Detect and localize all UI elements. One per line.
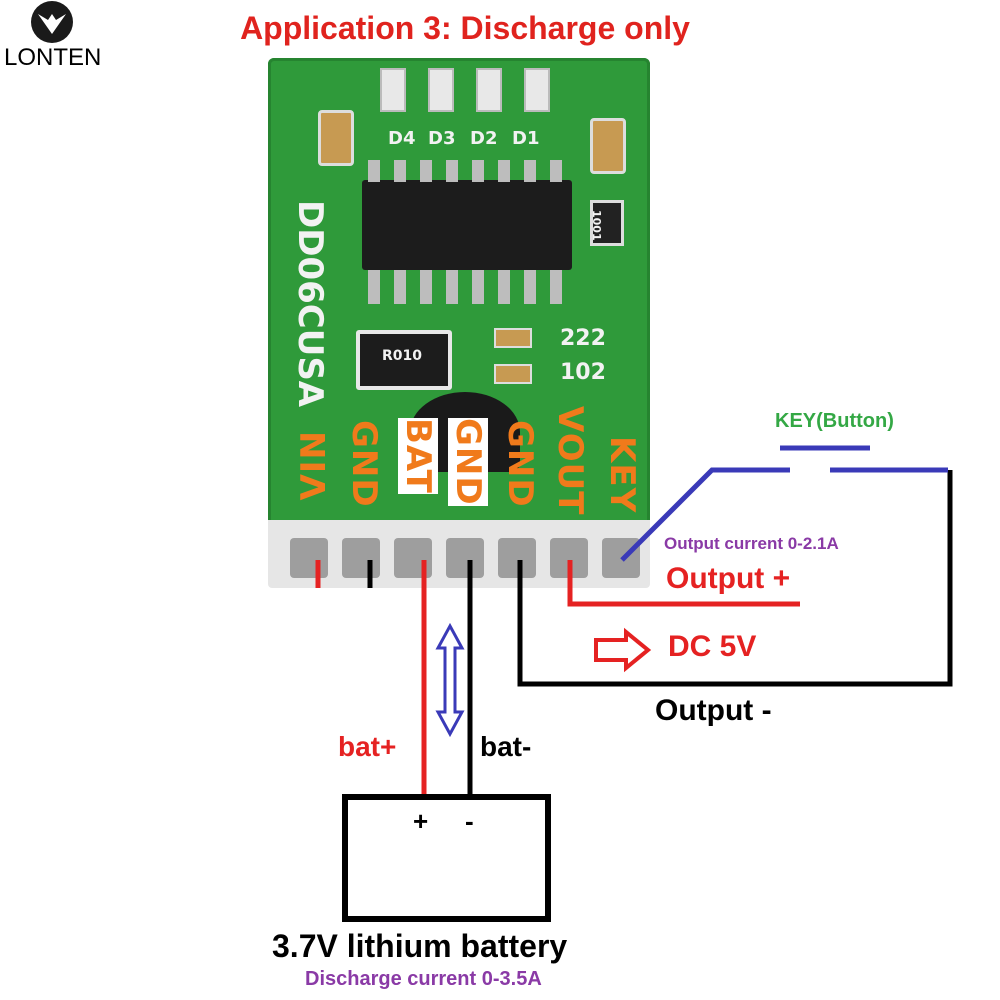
dc-5v-label: DC 5V xyxy=(668,630,757,663)
cap-code-102: 102 xyxy=(560,360,606,385)
shunt-resistor xyxy=(356,330,452,390)
pin-pad xyxy=(290,538,328,578)
pin-label-gnd-1: GND xyxy=(344,420,384,508)
ic-chip xyxy=(362,180,572,270)
led-row xyxy=(380,68,550,118)
ic-pins-top xyxy=(368,160,568,182)
output-minus-label: Output - xyxy=(655,694,772,727)
bidirectional-arrow-icon xyxy=(435,622,465,738)
pin-label-key: KEY xyxy=(602,436,642,514)
battery-box xyxy=(342,794,551,922)
bat-plus-label: bat+ xyxy=(338,731,397,762)
battery-name: 3.7V lithium battery xyxy=(272,928,568,964)
key-wire xyxy=(620,467,790,562)
cap-code-222: 222 xyxy=(560,326,606,351)
capacitor xyxy=(494,328,532,348)
resistor-small-code: 1001 xyxy=(590,210,603,241)
led-d1 xyxy=(524,68,550,112)
battery-plus-label: + xyxy=(413,806,429,836)
capacitor xyxy=(590,118,626,174)
pin-label-bat: BAT xyxy=(398,418,438,494)
dc-arrow-icon xyxy=(594,627,652,673)
key-button-label: KEY(Button) xyxy=(775,410,894,432)
shunt-resistor-code: R010 xyxy=(382,348,423,364)
diagram-title: Application 3: Discharge only xyxy=(240,10,690,46)
output-current-label: Output current 0-2.1A xyxy=(664,534,839,553)
led-d4 xyxy=(380,68,406,112)
pin-pad xyxy=(342,538,380,578)
brand-logo xyxy=(30,0,74,44)
discharge-current-label: Discharge current 0-3.5A xyxy=(305,968,542,990)
battery-minus-label: - xyxy=(465,806,474,836)
bat-minus-label: bat- xyxy=(480,731,532,762)
led-label-d1: D1 xyxy=(512,128,540,149)
led-d3 xyxy=(428,68,454,112)
lonten-logo-icon xyxy=(31,1,73,43)
capacitor xyxy=(318,110,354,166)
output-plus-wire xyxy=(567,560,800,607)
pin-pad xyxy=(446,538,484,578)
pin-label-vout: VOUT xyxy=(550,406,590,516)
ic-pins-bottom xyxy=(368,270,568,304)
brand-name: LONTEN xyxy=(4,44,102,71)
pin-pad xyxy=(498,538,536,578)
output-plus-label: Output + xyxy=(666,562,791,595)
resistor xyxy=(590,200,624,246)
pin-label-gnd-3: GND xyxy=(500,420,540,508)
led-d2 xyxy=(476,68,502,112)
led-label-d3: D3 xyxy=(428,128,456,149)
pin-label-gnd-2: GND xyxy=(448,418,488,506)
led-label-d4: D4 xyxy=(388,128,416,149)
led-label-d2: D2 xyxy=(470,128,498,149)
board-model: DD06CUSA xyxy=(290,200,330,408)
output-minus-wire xyxy=(517,470,953,687)
capacitor xyxy=(494,364,532,384)
pin-pads xyxy=(290,538,640,582)
